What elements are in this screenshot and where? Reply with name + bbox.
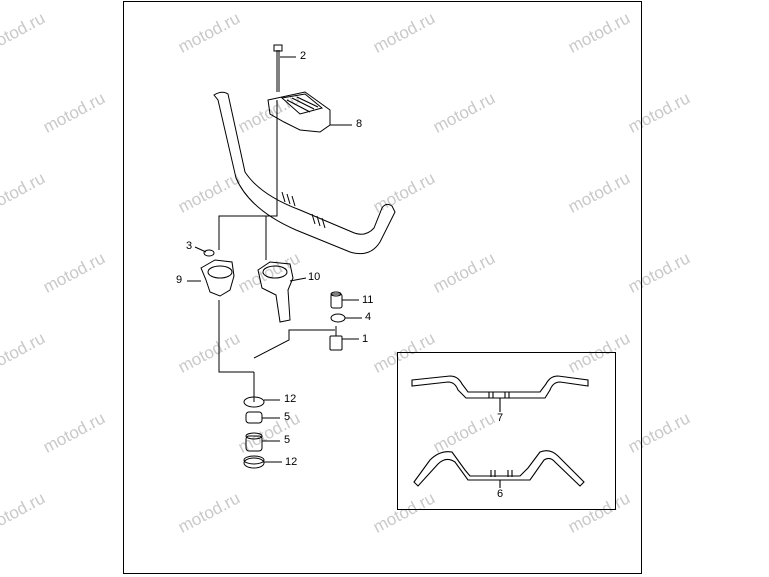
callout-5-lower: 5 — [284, 434, 291, 446]
callout-3: 3 — [186, 240, 193, 252]
rubber-bushing-lower — [245, 435, 263, 452]
callout-8: 8 — [356, 118, 363, 130]
callout-10: 10 — [308, 271, 321, 283]
riser-left — [200, 259, 235, 297]
callout-4: 4 — [365, 311, 372, 323]
callout-2: 2 — [300, 50, 307, 62]
callout-9: 9 — [176, 274, 183, 286]
callout-12-lower: 12 — [285, 456, 298, 468]
rubber-bushing-upper — [245, 411, 263, 424]
handlebar-7 — [411, 375, 589, 399]
washer — [203, 249, 215, 257]
knurl-right-2 — [316, 215, 321, 227]
callout-5-upper: 5 — [284, 411, 291, 423]
callout-1: 1 — [362, 333, 369, 345]
bushing — [330, 293, 343, 309]
knurl-right-1 — [311, 213, 316, 225]
knurl-left-2 — [286, 193, 291, 205]
knurl-right-3 — [321, 217, 326, 229]
callout-6: 6 — [497, 488, 504, 500]
cup-washer-lower — [243, 457, 265, 469]
callout-12-upper: 12 — [284, 393, 297, 405]
callout-7: 7 — [497, 412, 504, 424]
top-clamp — [267, 91, 331, 133]
riser-right — [257, 261, 294, 323]
cup-washer-upper — [243, 396, 265, 408]
flat-washer — [330, 313, 346, 323]
hex-bolt — [329, 335, 343, 351]
assembly-line-left — [218, 300, 254, 373]
diagram-frame — [123, 1, 642, 574]
alternate-handlebars-inset — [397, 352, 616, 510]
handlebar-6 — [413, 450, 585, 487]
knurl-left-3 — [291, 195, 296, 207]
assembly-line-bracket — [253, 329, 335, 359]
main-handlebar — [213, 91, 396, 255]
callout-11: 11 — [362, 294, 374, 306]
knurl-left-1 — [281, 191, 286, 203]
assembly-line-top — [218, 100, 278, 250]
